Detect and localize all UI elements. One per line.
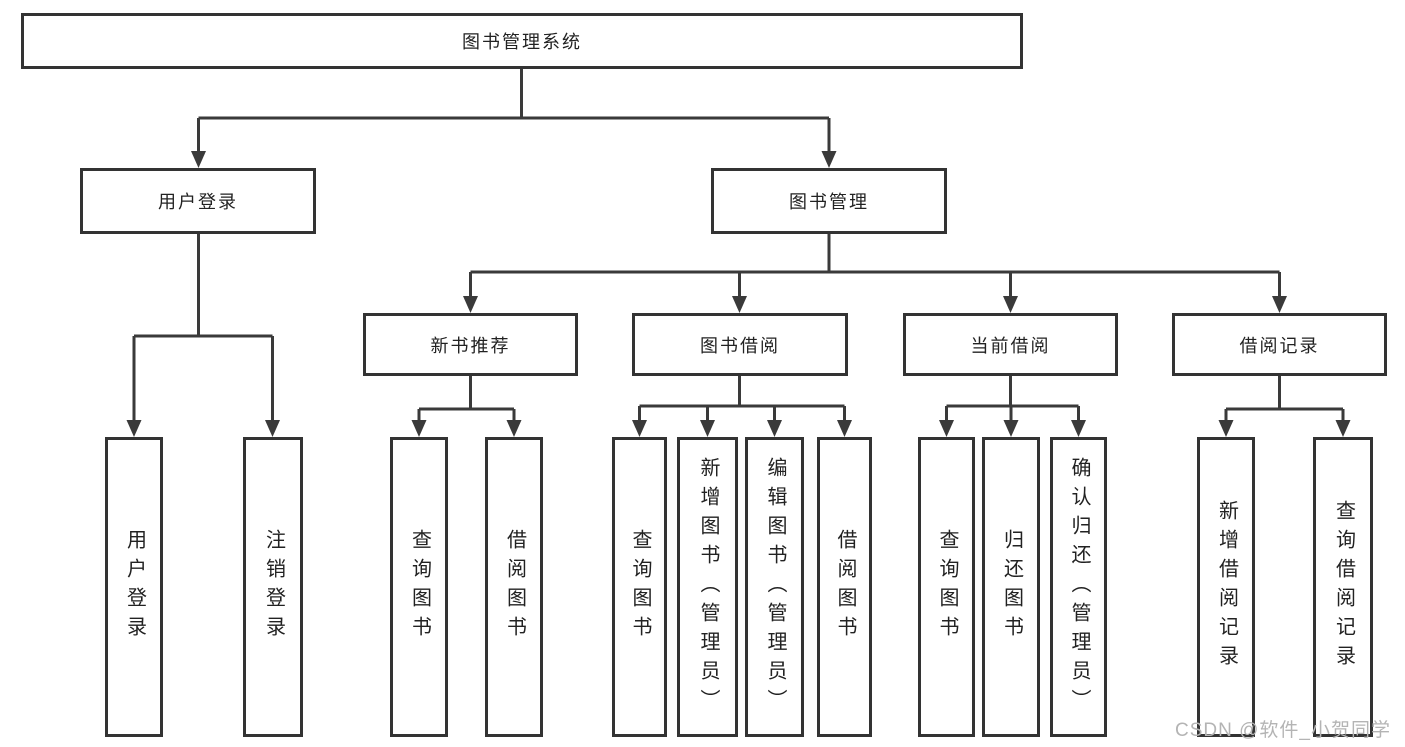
arrow-icon: [1071, 420, 1086, 437]
leaf-query-books-current: 查询图书: [918, 437, 975, 737]
node-library-system: 图书管理系统: [21, 13, 1023, 69]
arrow-icon: [632, 420, 647, 437]
leaf-confirm-return-admin: 确认归还（管理员）: [1050, 437, 1107, 737]
leaf-query-books-recommend: 查询图书: [390, 437, 448, 737]
node-borrow-records-label: 借阅记录: [1239, 335, 1320, 356]
leaf-label: 借阅图书: [503, 529, 526, 645]
leaf-label: 编辑图书（管理员）: [764, 456, 786, 718]
arrow-icon: [265, 420, 280, 437]
arrow-icon: [1335, 420, 1351, 437]
leaf-borrow-books: 借阅图书: [817, 437, 872, 737]
arrow-icon: [767, 420, 782, 437]
leaf-label: 归还图书: [1000, 529, 1023, 645]
csdn-watermark: CSDN @软件_小贺同学: [1175, 720, 1391, 741]
node-book-management-label: 图书管理: [789, 192, 869, 212]
arrow-icon: [837, 420, 852, 437]
leaf-add-borrow-record: 新增借阅记录: [1197, 437, 1255, 737]
node-current-borrow: 当前借阅: [903, 313, 1118, 376]
arrow-icon: [126, 420, 142, 437]
leaf-label: 查询图书: [936, 529, 958, 645]
node-book-management: 图书管理: [711, 168, 947, 234]
node-library-system-label: 图书管理系统: [462, 32, 582, 52]
arrow-icon: [700, 420, 715, 437]
node-user-login-label: 用户登录: [158, 192, 238, 212]
leaf-label: 新增图书（管理员）: [697, 456, 719, 718]
node-borrow-records: 借阅记录: [1172, 313, 1387, 376]
leaf-add-books-admin: 新增图书（管理员）: [677, 437, 738, 737]
node-new-book-recommend-label: 新书推荐: [430, 335, 511, 356]
leaf-query-books-borrow: 查询图书: [612, 437, 667, 737]
leaf-label: 查询图书: [629, 529, 651, 645]
leaf-query-borrow-record: 查询借阅记录: [1313, 437, 1373, 737]
node-user-login: 用户登录: [80, 168, 316, 234]
node-current-borrow-label: 当前借阅: [970, 335, 1051, 356]
node-book-borrow-label: 图书借阅: [700, 335, 780, 356]
connector-paths: [132, 68, 1345, 423]
leaf-label: 查询借阅记录: [1332, 500, 1355, 674]
arrow-icon: [506, 420, 522, 437]
arrow-icon: [1272, 296, 1287, 313]
leaf-logout: 注销登录: [243, 437, 303, 737]
arrow-icon: [939, 420, 954, 437]
arrowheads: [126, 151, 1351, 437]
leaf-label: 查询图书: [408, 529, 431, 645]
node-book-borrow: 图书借阅: [632, 313, 848, 376]
arrow-icon: [1218, 420, 1234, 437]
leaf-label: 确认归还（管理员）: [1068, 456, 1090, 718]
arrow-icon: [821, 151, 837, 168]
leaf-edit-books-admin: 编辑图书（管理员）: [745, 437, 804, 737]
leaf-label: 用户登录: [123, 529, 146, 645]
arrow-icon: [1003, 296, 1018, 313]
leaf-label: 新增借阅记录: [1215, 500, 1238, 674]
leaf-label: 注销登录: [262, 529, 285, 645]
arrow-icon: [463, 296, 478, 313]
node-new-book-recommend: 新书推荐: [363, 313, 578, 376]
leaf-label: 借阅图书: [834, 529, 856, 645]
arrow-icon: [1003, 420, 1019, 437]
leaf-return-books: 归还图书: [982, 437, 1040, 737]
arrow-icon: [732, 296, 747, 313]
leaf-borrow-books-recommend: 借阅图书: [485, 437, 543, 737]
arrow-icon: [411, 420, 427, 437]
leaf-user-login: 用户登录: [105, 437, 163, 737]
arrow-icon: [191, 151, 206, 168]
